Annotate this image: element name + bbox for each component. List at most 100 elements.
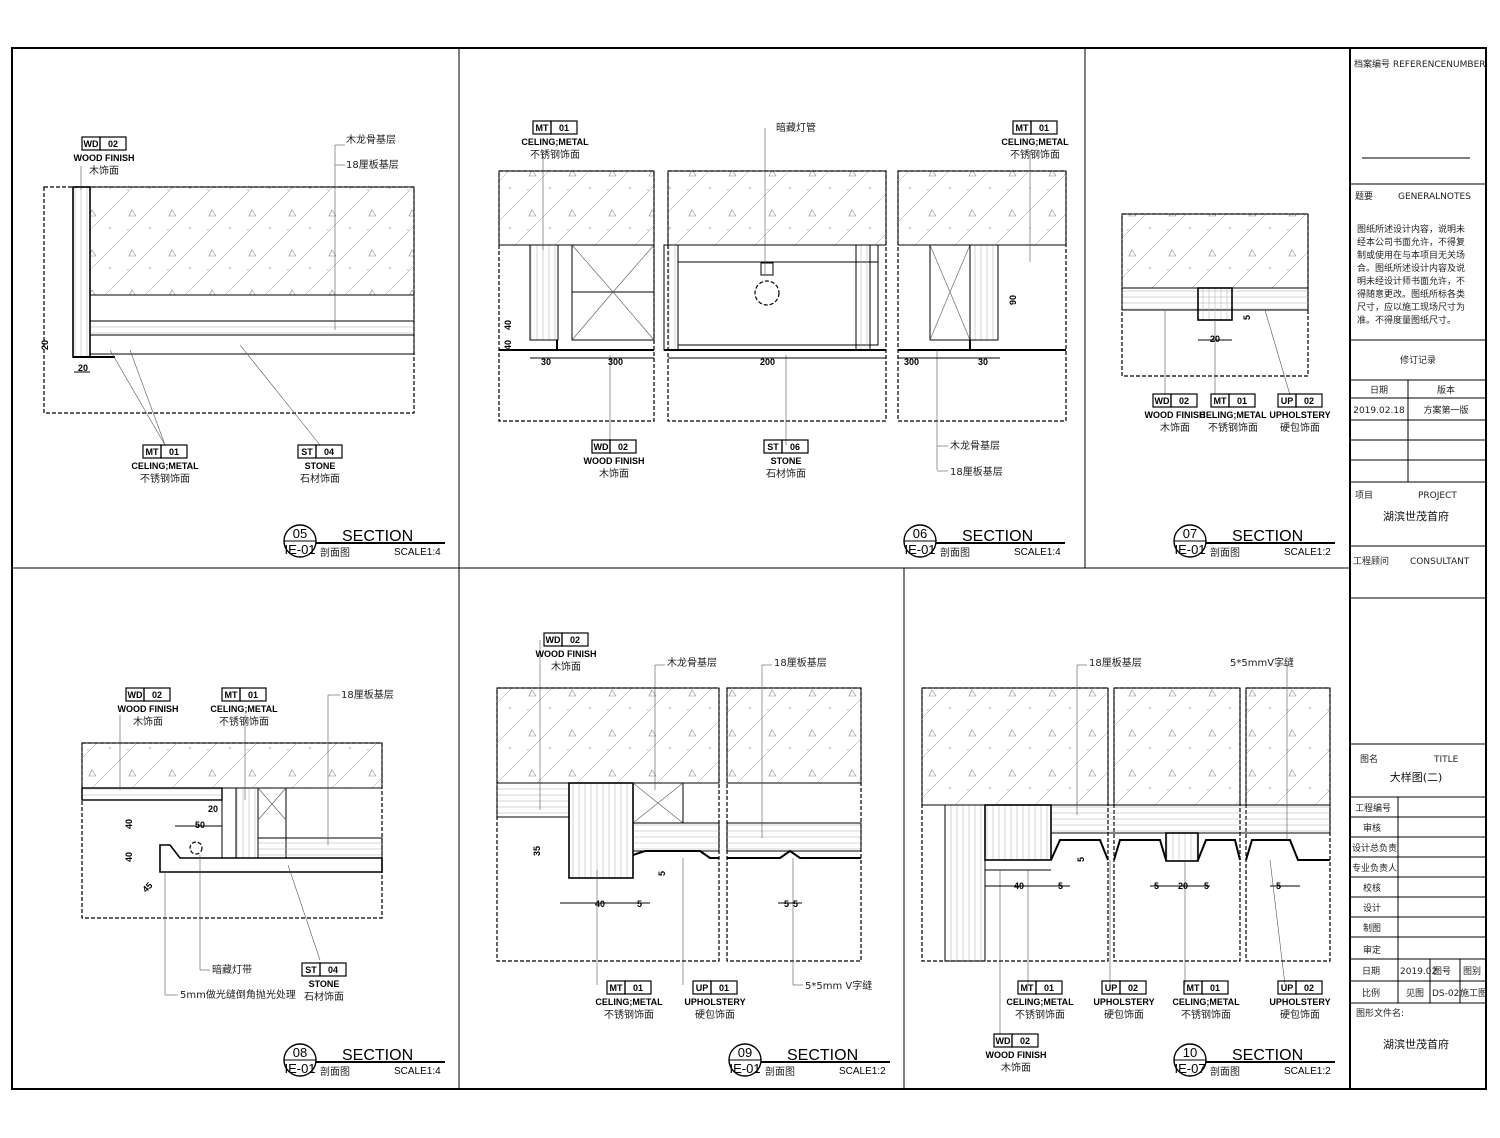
svg-text:图别: 图别 — [1463, 966, 1481, 977]
svg-text:IE-01: IE-01 — [729, 1061, 760, 1076]
svg-text:5*5mm V字缝: 5*5mm V字缝 — [805, 979, 872, 992]
svg-text:CELING;METAL: CELING;METAL — [1172, 997, 1240, 1007]
svg-text:不锈钢饰面: 不锈钢饰面 — [604, 1008, 654, 1021]
svg-text:5: 5 — [637, 899, 642, 909]
svg-text:IE-07: IE-07 — [1174, 1061, 1205, 1076]
project-name: 湖滨世茂首府 — [1383, 509, 1449, 523]
svg-text:ST: ST — [305, 965, 317, 975]
svg-text:WOOD FINISH: WOOD FINISH — [74, 153, 135, 163]
svg-text:UPHOLSTERY: UPHOLSTERY — [684, 997, 745, 1007]
svg-text:专业负责人: 专业负责人 — [1352, 862, 1397, 874]
svg-text:01: 01 — [719, 983, 729, 993]
svg-text:WOOD FINISH: WOOD FINISH — [1145, 410, 1206, 420]
svg-text:01: 01 — [559, 123, 569, 133]
svg-text:木龙骨基层: 木龙骨基层 — [346, 133, 396, 146]
svg-text:01: 01 — [1044, 983, 1054, 993]
svg-text:UP: UP — [696, 983, 709, 993]
svg-text:02: 02 — [618, 442, 628, 452]
svg-text:剖面图: 剖面图 — [1210, 546, 1240, 559]
svg-text:得随意更改。图纸所标各类: 得随意更改。图纸所标各类 — [1357, 288, 1465, 300]
svg-text:WD: WD — [546, 635, 561, 645]
svg-text:IE-01: IE-01 — [1174, 542, 1205, 557]
svg-text:2019.02: 2019.02 — [1400, 967, 1437, 977]
svg-text:01: 01 — [169, 447, 179, 457]
svg-text:合。图纸所述设计内容及说: 合。图纸所述设计内容及说 — [1357, 262, 1465, 274]
svg-text:硬包饰面: 硬包饰面 — [1280, 1008, 1320, 1021]
svg-text:施工图: 施工图 — [1460, 987, 1487, 999]
svg-text:石材饰面: 石材饰面 — [304, 990, 344, 1003]
svg-text:01: 01 — [248, 690, 258, 700]
svg-text:04: 04 — [324, 447, 334, 457]
svg-text:40: 40 — [595, 899, 605, 909]
drawing-title: 大样图(二) — [1390, 770, 1443, 784]
svg-text:MT: MT — [1187, 983, 1200, 993]
svg-text:MT: MT — [610, 983, 623, 993]
svg-text:日期: 日期 — [1362, 966, 1380, 977]
svg-text:07: 07 — [1183, 526, 1197, 541]
svg-text:CELING;METAL: CELING;METAL — [1001, 137, 1069, 147]
svg-text:比例: 比例 — [1362, 987, 1380, 999]
svg-text:18厘板基层: 18厘板基层 — [1089, 656, 1142, 669]
svg-text:ST: ST — [301, 447, 313, 457]
svg-text:见图: 见图 — [1406, 988, 1424, 999]
svg-text:审定: 审定 — [1363, 944, 1381, 956]
svg-text:木饰面: 木饰面 — [1160, 421, 1190, 434]
svg-text:18厘板基层: 18厘板基层 — [346, 158, 399, 171]
svg-text:硬包饰面: 硬包饰面 — [695, 1008, 735, 1021]
svg-text:设计: 设计 — [1363, 902, 1381, 914]
svg-text:40: 40 — [124, 819, 134, 829]
svg-text:01: 01 — [1237, 396, 1247, 406]
svg-text:WOOD FINISH: WOOD FINISH — [118, 704, 179, 714]
detail-06: 暗藏灯管 木龙骨基层 18厘板基层 30 300 200 300 30 40 4… — [498, 121, 1067, 478]
svg-text:01: 01 — [1039, 123, 1049, 133]
svg-text:05: 05 — [293, 526, 307, 541]
svg-text:CELING;METAL: CELING;METAL — [210, 704, 278, 714]
svg-text:STONE: STONE — [771, 456, 802, 466]
svg-text:不锈钢饰面: 不锈钢饰面 — [1010, 148, 1060, 161]
svg-text:5: 5 — [793, 899, 798, 909]
version-header: 版本 — [1437, 384, 1455, 396]
svg-text:MT: MT — [1214, 396, 1227, 406]
svg-text:WD: WD — [996, 1036, 1011, 1046]
svg-text:5: 5 — [1204, 881, 1209, 891]
svg-text:40: 40 — [503, 340, 513, 350]
svg-text:02: 02 — [1128, 983, 1138, 993]
svg-text:SCALE1:4: SCALE1:4 — [394, 1066, 441, 1077]
svg-text:暗藏灯管: 暗藏灯管 — [776, 121, 816, 134]
project-label: 项目 — [1355, 490, 1373, 501]
svg-text:30: 30 — [978, 357, 988, 367]
svg-text:CELING;METAL: CELING;METAL — [1006, 997, 1074, 1007]
svg-text:20: 20 — [78, 363, 88, 373]
svg-text:06: 06 — [913, 526, 927, 541]
svg-text:木龙骨基层: 木龙骨基层 — [667, 656, 717, 669]
svg-text:SCALE1:2: SCALE1:2 — [1284, 1066, 1331, 1077]
project-label-en: PROJECT — [1418, 491, 1457, 501]
svg-text:45: 45 — [140, 880, 154, 894]
svg-text:尺寸，应以施工现场尺寸为: 尺寸，应以施工现场尺寸为 — [1357, 301, 1465, 313]
svg-text:02: 02 — [570, 635, 580, 645]
svg-text:STONE: STONE — [309, 979, 340, 989]
signature-rows: 工程编号 审核 设计总负责 专业负责人 校核 设计 制图 审定 日期 2019.… — [1350, 796, 1487, 1004]
svg-text:01: 01 — [1210, 983, 1220, 993]
svg-text:IE-01: IE-01 — [904, 542, 935, 557]
svg-text:200: 200 — [760, 357, 775, 367]
svg-text:准。不得度量图纸尺寸。: 准。不得度量图纸尺寸。 — [1357, 314, 1456, 326]
